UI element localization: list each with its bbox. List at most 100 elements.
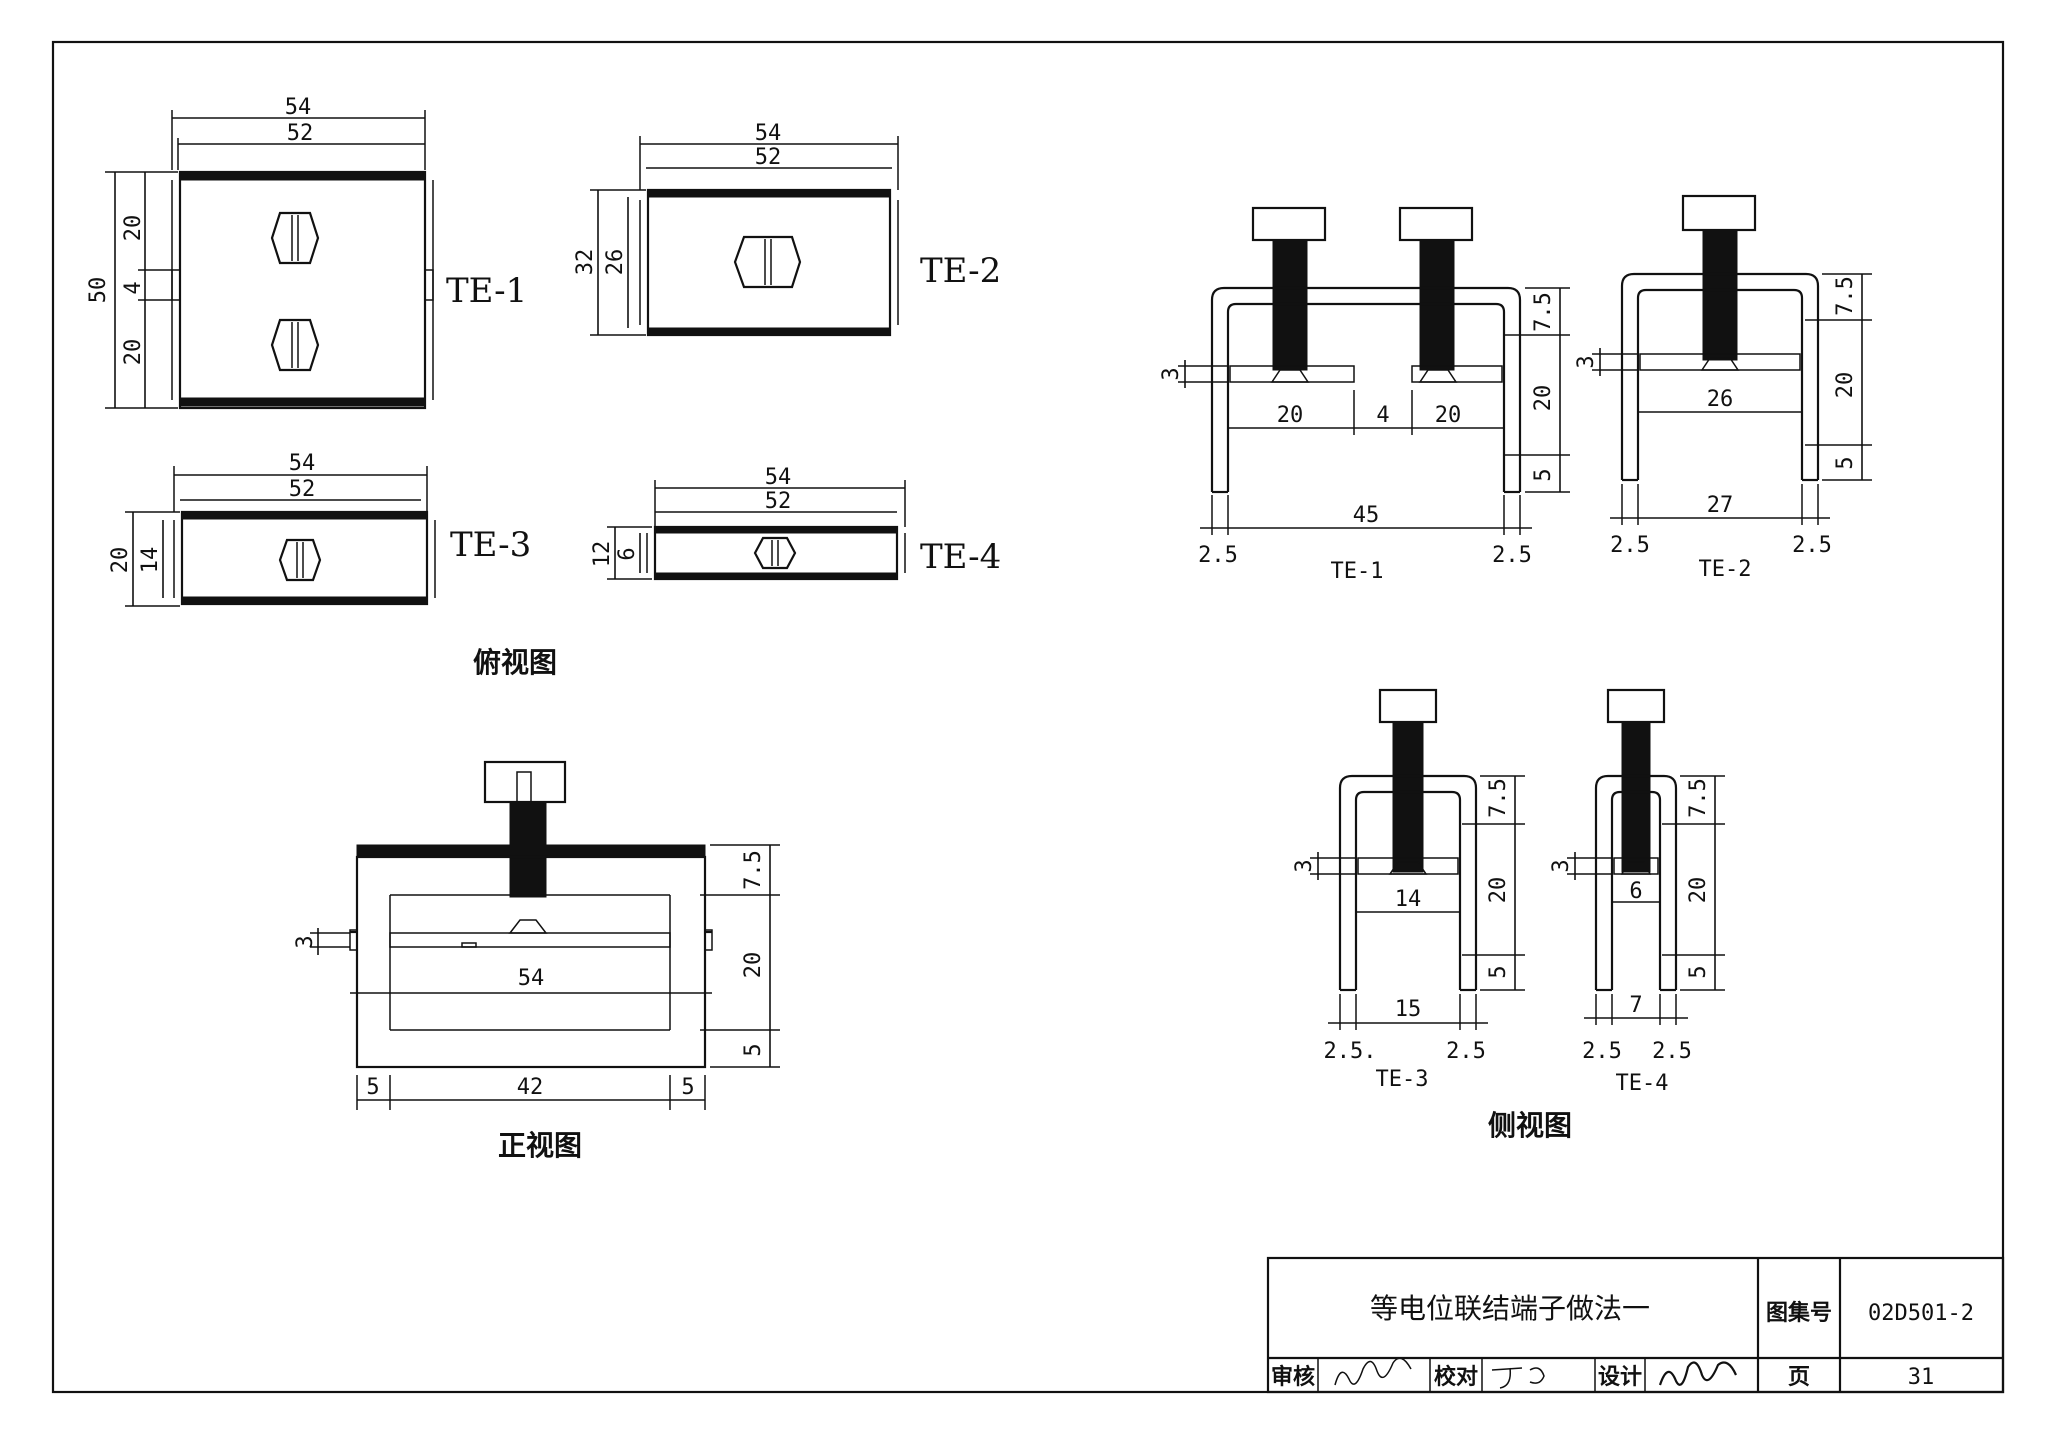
check-label: 校对 [1434, 1364, 1478, 1390]
dim-2-5: 2.5 [1652, 1039, 1692, 1064]
dim-27: 27 [1707, 493, 1734, 518]
dim-2-5: 2.5 [1492, 543, 1532, 568]
dim-20: 20 [1686, 877, 1711, 904]
hex-bolt-head [733, 235, 802, 289]
dim-32: 32 [573, 249, 598, 276]
bolt-head [1398, 206, 1474, 242]
designer-signature [1658, 1361, 1738, 1386]
bolt-head [1378, 688, 1438, 724]
bolt-head [483, 760, 567, 804]
dim-7-5: 7.5 [1486, 778, 1511, 818]
caption-side-view: 侧视图 [1488, 1109, 1572, 1142]
label-te2-top: TE-2 [920, 251, 1001, 291]
dim-54: 54 [518, 966, 545, 991]
dim-3: 3 [1574, 355, 1599, 368]
dim-20: 20 [108, 547, 133, 574]
dim-54: 54 [765, 465, 792, 490]
dim-4: 4 [121, 281, 146, 294]
label-te4-top: TE-4 [920, 537, 1001, 577]
label-te1-top: TE-1 [446, 271, 527, 311]
dim-20: 20 [121, 339, 146, 366]
top-view-te3: 54 52 20 14 [108, 451, 436, 607]
dim-12: 12 [590, 541, 615, 568]
hex-bolt-head [753, 536, 797, 570]
dim-42: 42 [517, 1075, 544, 1100]
dim-2-5: 2.5. [1324, 1039, 1377, 1064]
dim-7-5: 7.5 [1531, 292, 1556, 332]
dim-52: 52 [287, 121, 314, 146]
dim-3: 3 [1549, 859, 1574, 872]
bolt-thread [1392, 721, 1424, 873]
dim-54: 54 [285, 95, 312, 120]
dim-52: 52 [755, 145, 782, 170]
dim-2-5: 2.5 [1582, 1039, 1622, 1064]
dim-6: 6 [615, 547, 640, 560]
hex-bolt-head [270, 211, 320, 265]
atlas-number: 02D501-2 [1868, 1301, 1974, 1326]
side-view-te1: 7.5 20 5 3 20 4 20 45 2.5 2.5 [1159, 206, 1570, 568]
design-label: 设计 [1598, 1365, 1642, 1390]
dim-52: 52 [289, 477, 316, 502]
dim-20: 20 [1435, 403, 1462, 428]
dim-3: 3 [1292, 859, 1317, 872]
label-te4-side: TE-4 [1616, 1071, 1669, 1096]
side-view-te4: 7.5 20 5 3 6 7 2.5 2.5 [1549, 688, 1725, 1064]
dim-54: 54 [755, 121, 782, 146]
bolt-head [1681, 194, 1757, 232]
dim-26: 26 [603, 249, 628, 276]
dim-6: 6 [1629, 879, 1642, 904]
page-label: 页 [1788, 1365, 1810, 1390]
caption-front-view: 正视图 [498, 1129, 582, 1162]
dim-15: 15 [1395, 997, 1422, 1022]
top-view-te2: 54 52 32 26 [573, 121, 899, 337]
drawing-title: 等电位联结端子做法一 [1370, 1292, 1650, 1325]
dim-14: 14 [138, 547, 163, 574]
page-number: 31 [1908, 1365, 1935, 1390]
dim-5: 5 [1686, 965, 1711, 978]
title-block: 等电位联结端子做法一 图集号 02D501-2 审核 校对 设计 页 31 [1266, 1256, 2005, 1394]
dim-5: 5 [741, 1043, 766, 1056]
dim-7: 7 [1629, 993, 1642, 1018]
bolt-thread [1621, 721, 1651, 873]
reviewer-signature [1334, 1357, 1412, 1386]
hex-bolt-head [278, 538, 322, 582]
dim-20: 20 [1531, 385, 1556, 412]
side-view-te2: 7.5 20 5 3 26 27 2.5 2.5 [1574, 194, 1872, 558]
hex-bolt-head [270, 318, 320, 372]
label-te3-top: TE-3 [450, 525, 531, 565]
dim-7-5: 7.5 [1686, 778, 1711, 818]
dim-20: 20 [1486, 877, 1511, 904]
atlas-label: 图集号 [1766, 1300, 1832, 1326]
bolt-head [1606, 688, 1666, 724]
label-te3-side: TE-3 [1376, 1067, 1429, 1092]
caption-top-view: 俯视图 [473, 646, 557, 679]
dim-2-5: 2.5 [1792, 533, 1832, 558]
dim-20: 20 [121, 215, 146, 242]
label-te1-side: TE-1 [1331, 559, 1384, 584]
dim-20: 20 [1833, 372, 1858, 399]
dim-5: 5 [1833, 456, 1858, 469]
dim-54: 54 [289, 451, 316, 476]
dim-2-5: 2.5 [1610, 533, 1650, 558]
dim-3: 3 [293, 935, 318, 948]
dim-5: 5 [366, 1075, 379, 1100]
bolt-thread [1702, 229, 1738, 361]
dim-2-5: 2.5 [1198, 543, 1238, 568]
dim-3: 3 [1159, 367, 1184, 380]
side-view-te3: 7.5 20 5 3 14 15 2.5. 2.5 [1292, 688, 1525, 1064]
dim-7-5: 7.5 [1833, 276, 1858, 316]
sheet-border [51, 40, 2005, 1394]
dim-20: 20 [741, 952, 766, 979]
dim-26: 26 [1707, 387, 1734, 412]
review-label: 审核 [1271, 1364, 1315, 1390]
dim-50: 50 [86, 277, 111, 304]
bolt-head [1251, 206, 1327, 242]
dim-52: 52 [765, 489, 792, 514]
dim-5: 5 [1486, 965, 1511, 978]
dim-5: 5 [681, 1075, 694, 1100]
top-view-te1: 54 52 50 20 4 20 [86, 95, 434, 410]
checker-signature [1491, 1367, 1545, 1389]
label-te2-side: TE-2 [1699, 557, 1752, 582]
dim-7-5: 7.5 [741, 850, 766, 890]
